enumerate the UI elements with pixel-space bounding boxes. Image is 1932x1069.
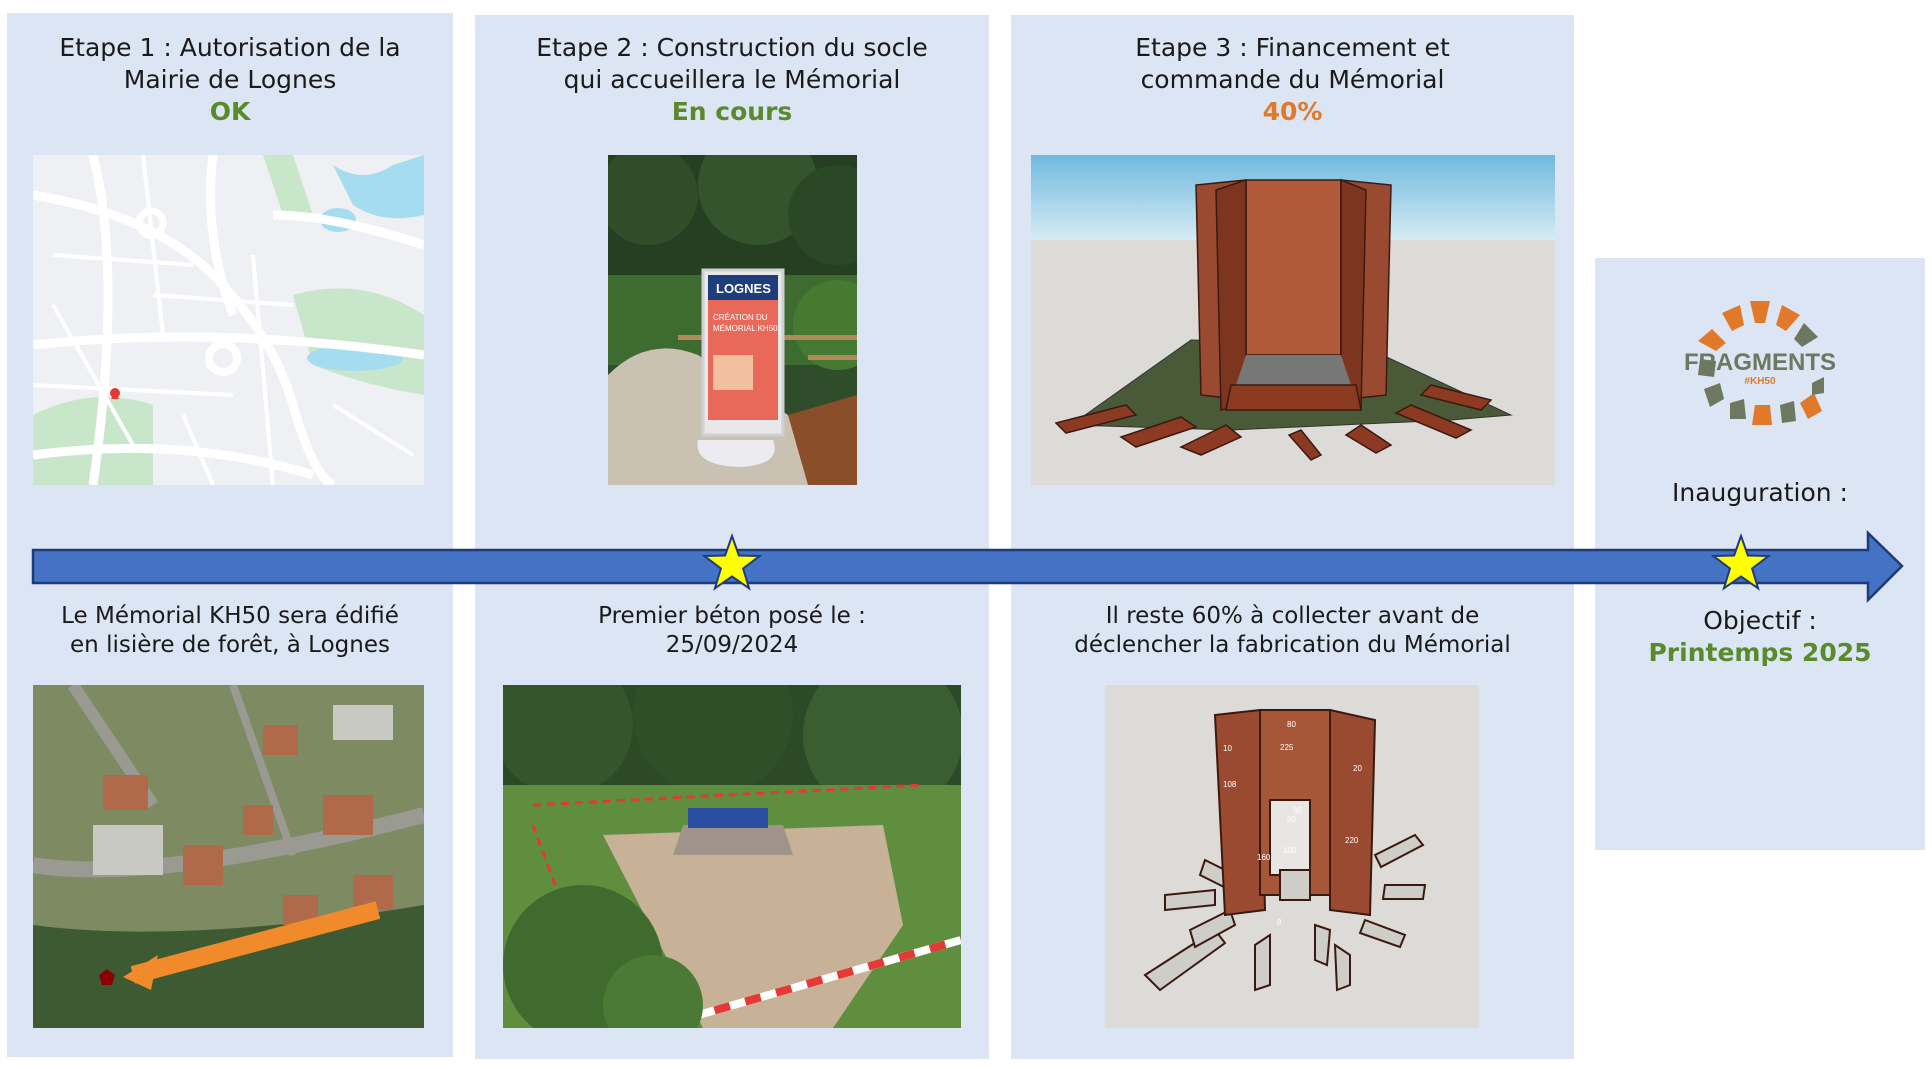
inauguration-label: Inauguration : [1672,478,1848,507]
step2-title-line1: Etape 2 : Construction du socle [536,33,928,62]
satellite-view-image [33,685,424,1028]
step3-caption: Il reste 60% à collecter avant de déclen… [1011,602,1574,660]
step3-status: 40% [1262,97,1323,126]
step1-caption-line1: Le Mémorial KH50 sera édifié [61,603,399,629]
step3-title: Etape 3 : Financement et commande du Mém… [1011,32,1574,128]
step1-caption: Le Mémorial KH50 sera édifié en lisière … [7,602,453,660]
dim-label: 20 [1353,764,1362,773]
step2-caption: Premier béton posé le : 25/09/2024 [475,602,989,660]
dim-label: 80 [1287,720,1296,729]
step2-title: Etape 2 : Construction du socle qui accu… [475,32,989,128]
step2-title-line2: qui accueillera le Mémorial [563,65,901,94]
dim-label: 220 [1345,836,1359,845]
logo-tag: #KH50 [1744,376,1776,387]
step1-title-line1: Etape 1 : Autorisation de la [59,33,401,62]
dim-label: 8 [1277,918,1282,927]
dim-label: 108 [1223,780,1237,789]
foundation-photo [503,685,961,1028]
step1-title: Etape 1 : Autorisation de la Mairie de L… [7,32,453,128]
step3-caption-line1: Il reste 60% à collecter avant de [1105,603,1480,629]
dim-label: 160 [1257,853,1271,862]
objective-value: Printemps 2025 [1648,638,1872,667]
street-map-image [33,155,424,485]
memorial-dimensions-render: 80 225 10 20 108 60 60 100 160 220 8 [1105,685,1479,1028]
step1-title-line2: Mairie de Lognes [123,65,337,94]
step2-status: En cours [671,97,793,126]
step3-title-line1: Etape 3 : Financement et [1135,33,1450,62]
step1-caption-line2: en lisière de forêt, à Lognes [70,632,390,658]
dim-label: 100 [1283,846,1297,855]
sign-photo: LOGNES CRÉATION DU MÉMORIAL KH50 [608,155,857,485]
memorial-render [1031,155,1555,485]
step1-status: OK [209,97,251,126]
dim-label: 10 [1223,744,1232,753]
sign-line2: MÉMORIAL KH50 [713,324,778,333]
logo-word: FRAGMENTS [1684,349,1836,376]
step3-title-line2: commande du Mémorial [1140,65,1445,94]
sign-title: LOGNES [716,281,771,296]
objective-label: Objectif : [1703,606,1817,635]
sign-line1: CRÉATION DU [713,313,768,322]
fragments-logo: FRAGMENTS #KH50 [1680,298,1840,428]
dim-label: 60 [1287,815,1296,824]
dim-label: 60 [1293,806,1302,815]
step3-caption-line2: déclencher la fabrication du Mémorial [1074,632,1511,658]
step2-caption-line1: Premier béton posé le : [598,603,866,629]
objective-block: Objectif : Printemps 2025 [1595,605,1925,669]
dim-label: 225 [1280,743,1294,752]
step2-caption-line2: 25/09/2024 [665,632,799,658]
